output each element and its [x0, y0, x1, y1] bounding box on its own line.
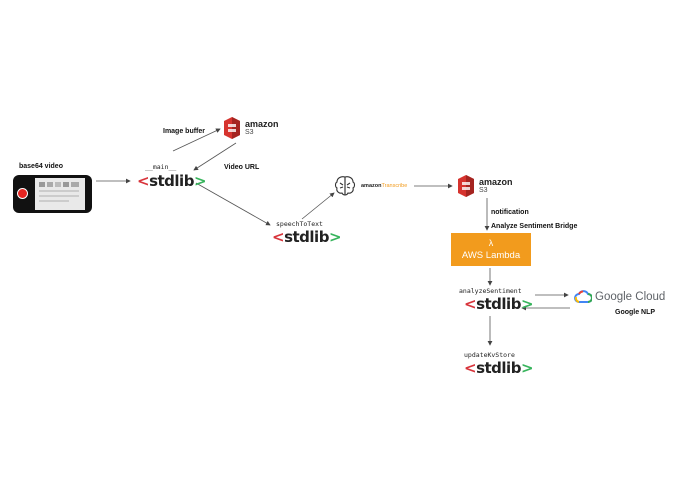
google-cloud-logo: Google Cloud [574, 290, 665, 303]
speech-function-label: speechToText [276, 220, 323, 228]
amazon-transcribe-logo: amazonTranscribe [333, 174, 407, 198]
arrow-main-to-s3 [172, 128, 221, 152]
base64-video-label: base64 video [19, 163, 63, 170]
update-function-label: updateKvStore [464, 351, 515, 359]
main-function-label: __main__ [145, 163, 177, 171]
video-phone-icon [13, 175, 92, 213]
stdlib-right-chevron: > [520, 295, 534, 313]
analyze-bridge-label: Analyze Sentiment Bridge [491, 223, 578, 230]
stdlib-analyze-logo: <stdlib> [464, 295, 534, 313]
stdlib-right-chevron: > [193, 172, 207, 190]
stdlib-left-chevron: < [464, 359, 477, 377]
video-url-label: Video URL [224, 164, 260, 171]
transcribe-brand: amazon [361, 183, 382, 189]
stdlib-left-chevron: < [272, 228, 285, 246]
s3-product: S3 [245, 129, 254, 136]
arrow-speech-to-transcribe [301, 192, 335, 220]
record-button-icon [17, 188, 28, 199]
stdlib-main-logo: <stdlib> [137, 172, 207, 190]
s3-brand: amazon [245, 119, 279, 129]
image-buffer-label: Image buffer [163, 128, 206, 135]
google-cloud-label: Google Cloud [595, 290, 666, 303]
s3-brand: amazon [479, 177, 513, 187]
stdlib-speech-logo: <stdlib> [272, 228, 342, 246]
amazon-s3-logo-top: amazon S3 [222, 117, 279, 139]
aws-lambda-label: AWS Lambda [461, 249, 521, 261]
google-cloud-icon [574, 290, 592, 303]
brain-icon [334, 176, 356, 196]
amazon-s3-logo-right: amazon S3 [456, 175, 513, 197]
stdlib-right-chevron: > [328, 228, 342, 246]
screen-content-icon [39, 182, 79, 202]
arrow-s3-to-main [193, 142, 237, 171]
phone-screen [35, 178, 85, 210]
aws-lambda-box: λ AWS Lambda [451, 233, 531, 266]
stdlib-left-chevron: < [137, 172, 150, 190]
lambda-icon: λ [488, 237, 494, 248]
s3-product: S3 [479, 187, 488, 194]
stdlib-left-chevron: < [464, 295, 477, 313]
analyze-function-label: analyzeSentiment [459, 287, 522, 295]
amazon-s3-icon [458, 175, 474, 197]
amazon-s3-icon [224, 117, 240, 139]
arrow-main-to-speech [195, 182, 271, 226]
transcribe-product: Transcribe [381, 183, 408, 189]
transcribe-label: amazonTranscribe [361, 183, 407, 189]
stdlib-word: stdlib [476, 359, 521, 377]
stdlib-update-logo: <stdlib> [464, 359, 534, 377]
notification-label: notification [491, 209, 529, 216]
google-nlp-label: Google NLP [615, 309, 656, 316]
stdlib-right-chevron: > [520, 359, 534, 377]
stdlib-word: stdlib [149, 172, 194, 190]
stdlib-word: stdlib [284, 228, 329, 246]
stdlib-word: stdlib [476, 295, 521, 313]
